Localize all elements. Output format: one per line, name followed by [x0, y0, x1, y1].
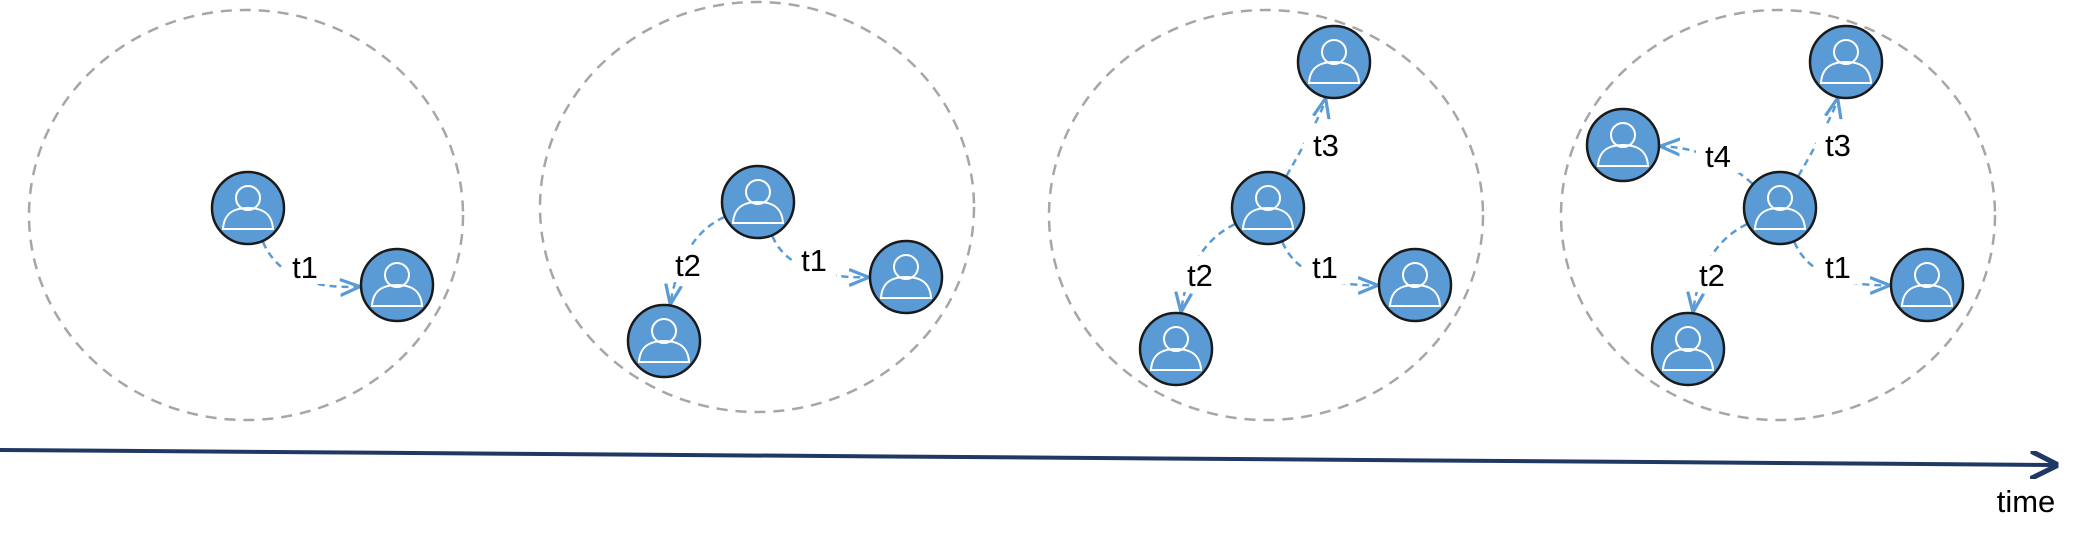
- user-icon: [1661, 326, 1715, 371]
- user-icon: [221, 185, 275, 230]
- snapshot-boundary: [1047, 8, 1485, 422]
- edge-time-label: t1: [292, 250, 318, 285]
- edge-label-background: [1178, 256, 1222, 292]
- user-node: [1230, 170, 1306, 246]
- edge-label-background: [1816, 248, 1860, 284]
- user-node: [1377, 247, 1453, 323]
- edge-time-label: t4: [1705, 139, 1731, 174]
- user-icon: [1149, 326, 1203, 371]
- user-icon: [637, 318, 691, 363]
- user-node: [1742, 170, 1818, 246]
- time-axis: [0, 448, 2056, 465]
- edge-label-background: [1696, 137, 1740, 173]
- user-node: [1138, 311, 1214, 387]
- time-axis-label: time: [1997, 484, 2056, 519]
- edge-time-label: t3: [1313, 128, 1339, 163]
- edge-label-background: [792, 241, 836, 277]
- user-node: [1650, 311, 1726, 387]
- edge-time-label: t2: [675, 248, 701, 283]
- snapshot-boundary: [27, 8, 465, 422]
- user-icon: [1241, 185, 1295, 230]
- interaction-edge: [1285, 100, 1325, 177]
- user-node: [1889, 247, 1965, 323]
- user-node: [1808, 24, 1884, 100]
- user-icon: [1900, 262, 1954, 307]
- user-icon: [1596, 122, 1650, 167]
- user-icon: [1753, 185, 1807, 230]
- edge-label-background: [666, 246, 710, 282]
- user-node: [1585, 107, 1661, 183]
- user-node: [359, 247, 435, 323]
- edge-time-label: t1: [1312, 250, 1338, 285]
- user-node: [868, 239, 944, 315]
- user-icon: [370, 262, 424, 307]
- edge-label-background: [283, 248, 327, 284]
- user-node: [210, 170, 286, 246]
- user-icon: [731, 179, 785, 224]
- user-icon: [1819, 39, 1873, 84]
- edge-time-label: t2: [1699, 258, 1725, 293]
- interaction-edge: [1797, 100, 1837, 177]
- user-icon: [1307, 39, 1361, 84]
- edge-time-label: t2: [1187, 258, 1213, 293]
- user-node: [720, 164, 796, 240]
- user-icon: [879, 254, 933, 299]
- edge-label-background: [1816, 126, 1860, 162]
- edge-time-label: t3: [1825, 128, 1851, 163]
- edge-label-background: [1690, 256, 1734, 292]
- edge-label-background: [1303, 248, 1347, 284]
- snapshot-boundary: [538, 0, 976, 414]
- snapshot-boundary: [1559, 8, 1997, 422]
- edge-label-background: [1304, 126, 1348, 162]
- edge-time-label: t1: [1825, 250, 1851, 285]
- user-node: [626, 303, 702, 379]
- user-icon: [1388, 262, 1442, 307]
- edge-time-label: t1: [801, 243, 827, 278]
- user-node: [1296, 24, 1372, 100]
